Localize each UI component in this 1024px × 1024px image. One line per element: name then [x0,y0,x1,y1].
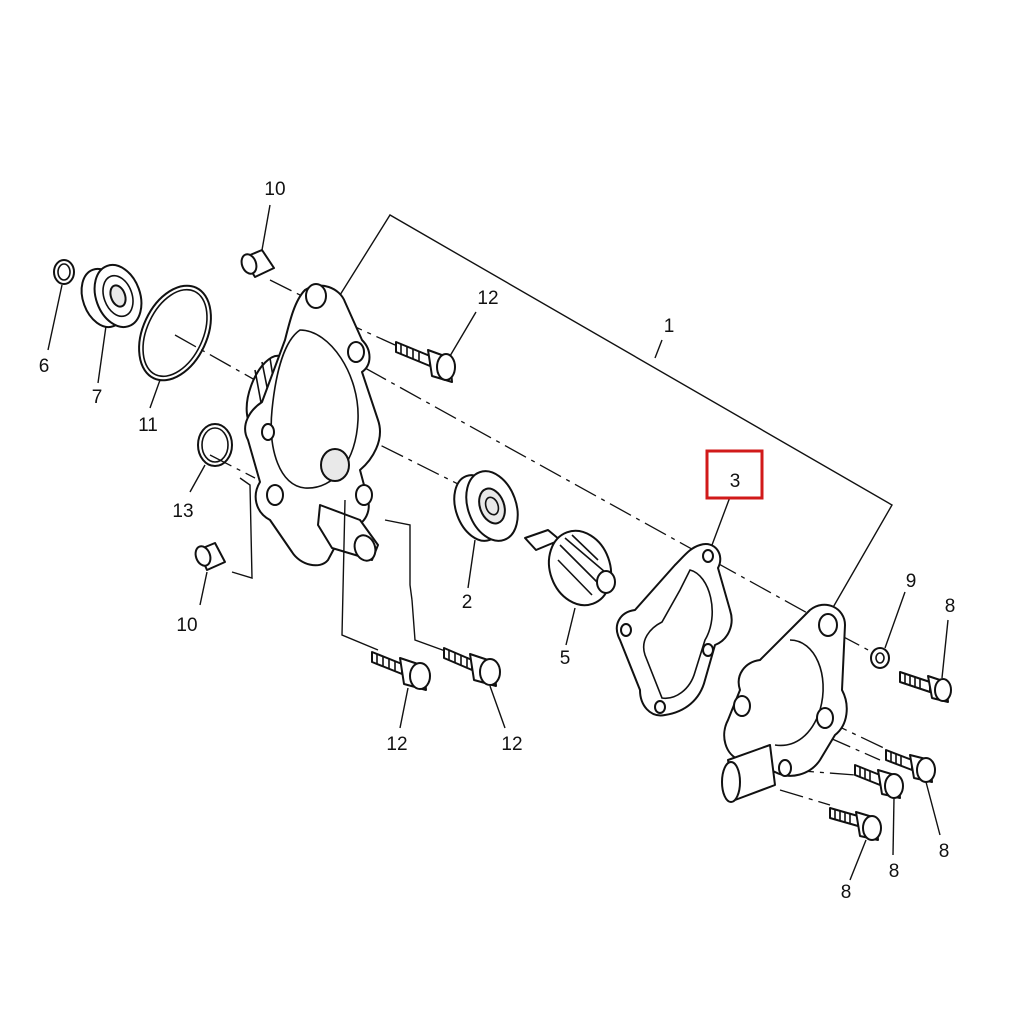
callout-10-bottom: 10 [176,615,197,636]
callout-9: 9 [906,571,917,592]
callout-8-d: 8 [841,882,852,903]
callout-7: 7 [92,387,103,408]
callout-11: 11 [138,415,158,436]
pump-housing [244,283,381,567]
bolt-part-8-a [899,619,952,703]
callout-8-c: 8 [889,861,900,882]
o-ring-part-11 [138,284,212,409]
callout-12-top: 12 [477,288,498,309]
housing-bolt-leaders [341,499,449,653]
callout-labels: 1 2 3 5 6 7 8 8 8 8 9 10 10 11 12 12 12 … [39,179,956,903]
seal-part-2 [453,470,519,589]
callout-2: 2 [462,592,473,613]
callout-12-right: 12 [501,734,522,755]
callout-8-a: 8 [945,596,956,617]
callout-3-highlight-box [705,449,764,500]
callout-8-b: 8 [939,841,950,862]
washer-part-9 [870,591,906,669]
dowel-pin-part-10-bottom [194,477,253,606]
bearing-part-7 [80,264,143,384]
callout-6: 6 [39,356,50,377]
callout-5: 5 [560,648,571,669]
assembly-bracket-1 [339,214,893,631]
callout-13: 13 [172,501,193,522]
bolt-part-12-left [371,651,431,729]
bolt-part-8-d [829,807,882,881]
circlip-part-6 [47,259,75,351]
bolt-part-8-c [854,764,904,856]
bolt-part-12-right [443,647,506,729]
o-ring-part-13 [189,423,233,493]
pump-cover [721,603,848,803]
callout-12-left: 12 [386,734,407,755]
bolt-part-8-b [885,749,941,836]
callout-1: 1 [664,316,675,337]
gasket-part-3 [615,496,733,717]
callout-3: 3 [730,471,741,492]
impeller-part-5 [524,529,616,646]
bolt-part-12-top [395,311,477,383]
callout-10-top: 10 [264,179,285,200]
dowel-pin-part-10-top [240,204,275,278]
